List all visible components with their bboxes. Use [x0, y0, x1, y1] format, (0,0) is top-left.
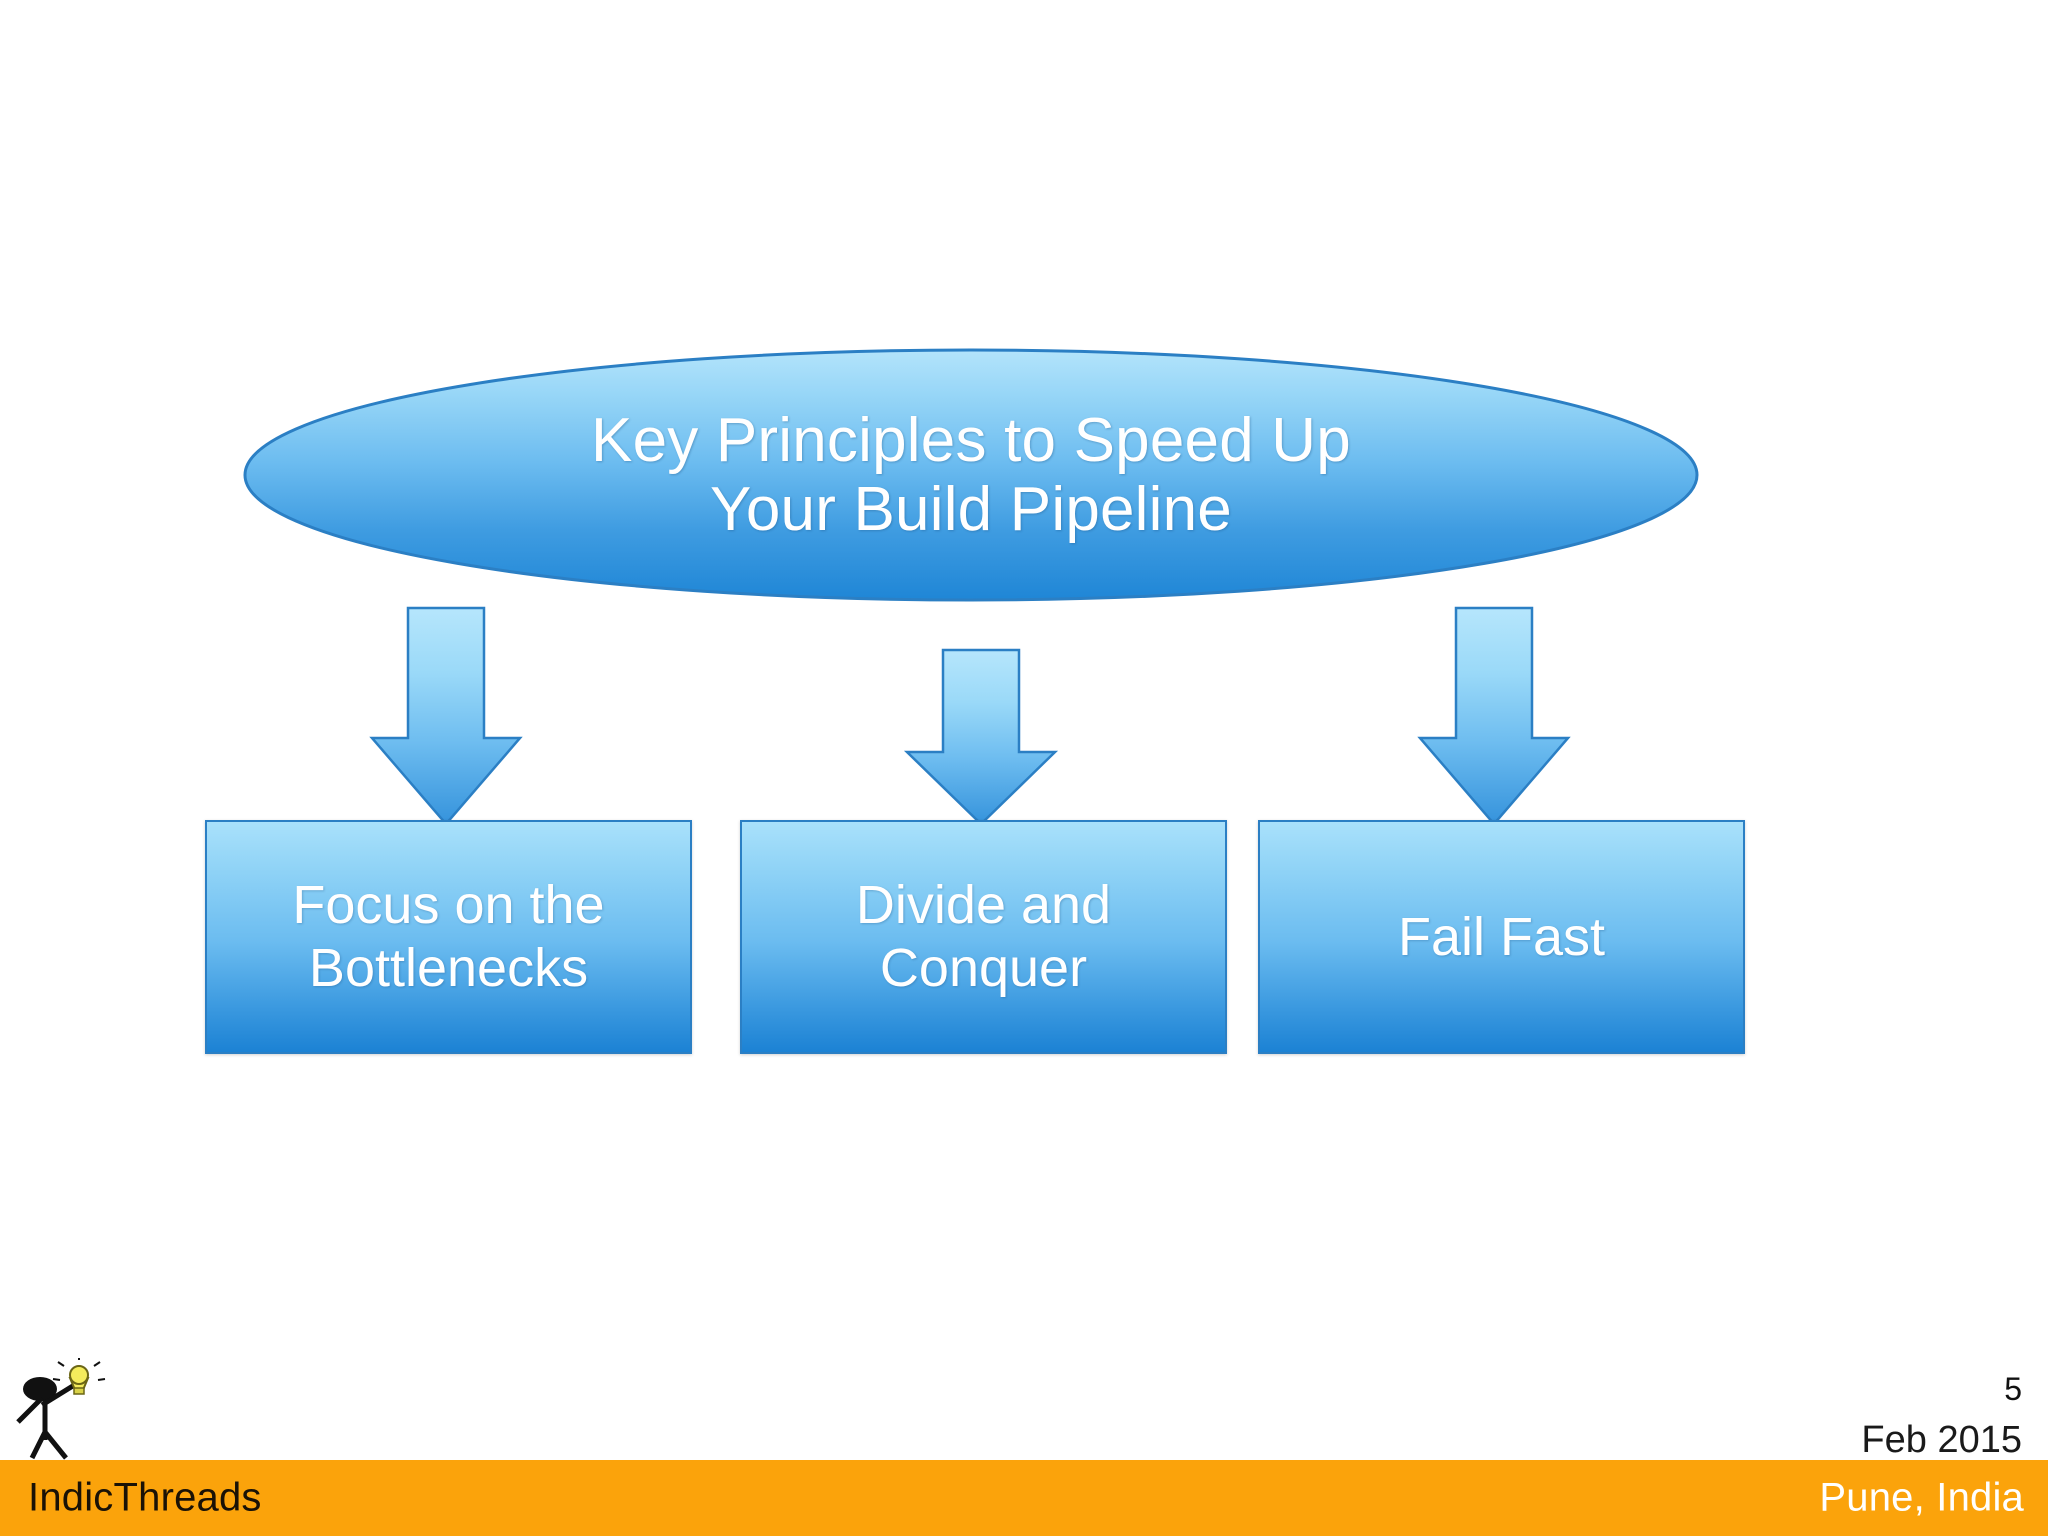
arrow-to-focus-icon: [370, 606, 522, 826]
node-label-divide: Divide and Conquer: [856, 874, 1111, 999]
ellipse-node-root[interactable]: Key Principles to Speed Up Your Build Pi…: [243, 348, 1699, 602]
node-label-fail-fast-line-1: Fail Fast: [1397, 906, 1606, 967]
node-focus-on-the-bottlenecks[interactable]: Focus on the Bottlenecks: [205, 820, 692, 1054]
node-label-focus-line-2: Bottlenecks: [308, 938, 589, 998]
footer-bar: IndicThreads Pune, India: [0, 1460, 2048, 1536]
ellipse-shape: [243, 348, 1699, 602]
node-label-fail-fast: Fail Fast: [1398, 906, 1605, 969]
arrow-to-fail-fast-icon: [1418, 606, 1570, 826]
node-label-focus: Focus on the Bottlenecks: [292, 874, 604, 999]
node-label-divide-line-2: Conquer: [879, 938, 1088, 998]
stick-figure-with-lightbulb-icon: [14, 1358, 118, 1464]
footer-brand: IndicThreads: [28, 1475, 262, 1520]
node-label-divide-line-1: Divide and: [855, 875, 1112, 936]
node-divide-and-conquer[interactable]: Divide and Conquer: [740, 820, 1227, 1054]
node-label-focus-line-1: Focus on the: [292, 875, 605, 936]
arrow-to-divide-icon: [905, 648, 1057, 826]
slide-number: 5: [2004, 1371, 2022, 1407]
slide-date: Feb 2015: [1861, 1419, 2022, 1461]
node-fail-fast[interactable]: Fail Fast: [1258, 820, 1745, 1054]
footer-location: Pune, India: [1819, 1475, 2024, 1520]
